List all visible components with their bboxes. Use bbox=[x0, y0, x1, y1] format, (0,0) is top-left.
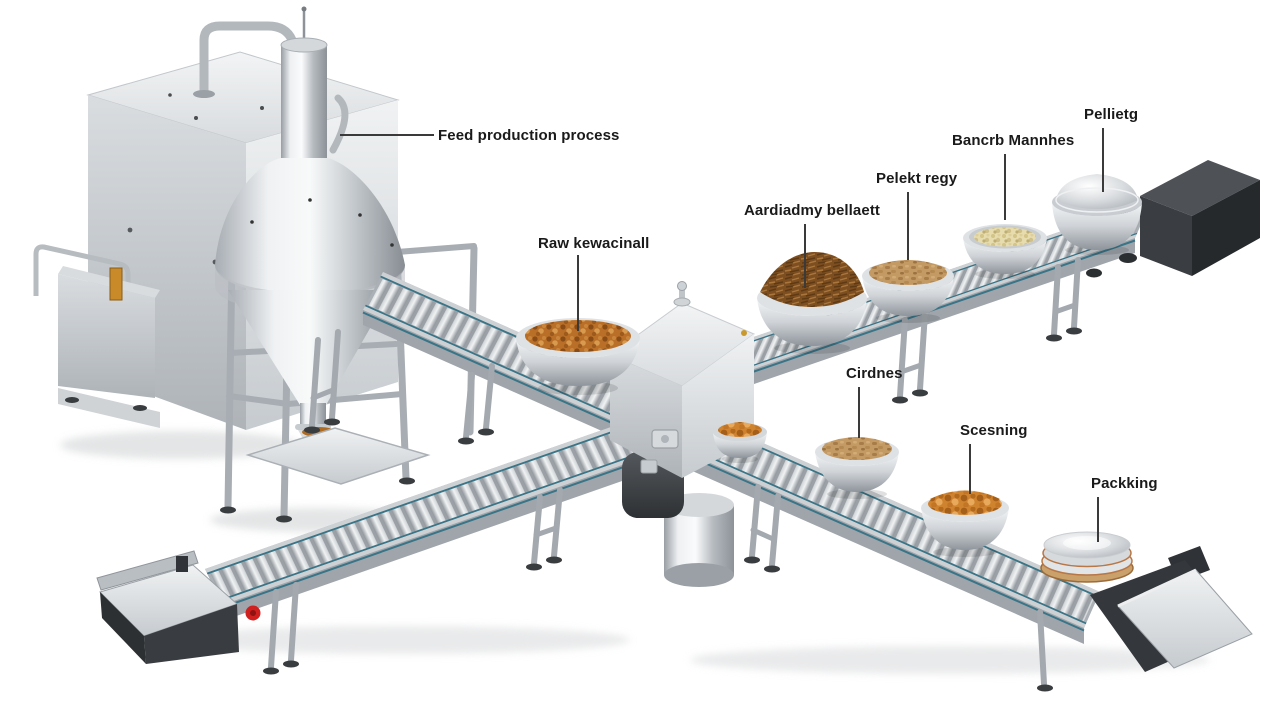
shredded-feed-bowl bbox=[757, 252, 867, 354]
cooling-pellet-bowl bbox=[815, 437, 899, 499]
cabinet-base-plate bbox=[58, 388, 160, 428]
pipe-flange bbox=[193, 90, 215, 98]
leader-line bbox=[1097, 497, 1099, 542]
leader-line bbox=[858, 387, 860, 438]
lower-left-conveyor bbox=[96, 414, 666, 675]
bin-handle-rail bbox=[33, 244, 131, 300]
conveyor-end-unit bbox=[1086, 160, 1260, 278]
leader-line bbox=[907, 192, 909, 260]
stand-shelf bbox=[245, 427, 431, 485]
stand-feet bbox=[220, 477, 415, 523]
pot-lid bbox=[1056, 174, 1138, 209]
right-discharge-chute bbox=[1090, 546, 1253, 672]
leader-line bbox=[1102, 128, 1104, 192]
cream-pellet-bowl bbox=[963, 224, 1047, 279]
hopper-cone bbox=[228, 290, 392, 405]
process-cube-machine bbox=[608, 281, 756, 478]
label-cream-pellets: Bancrb Mannhes bbox=[952, 132, 1075, 149]
packing-plate-stack bbox=[1040, 531, 1134, 583]
lower-right-conveyor bbox=[671, 410, 1253, 692]
label-shredded-feed: Aardiadmy bellaett bbox=[744, 202, 881, 219]
hopper bbox=[215, 6, 431, 485]
dosing-bin bbox=[33, 244, 160, 411]
label-seasoning: Scesning bbox=[960, 422, 1028, 439]
floor-shadows bbox=[60, 431, 1210, 674]
sight-glass bbox=[109, 267, 123, 301]
label-cooling: Cirdnes bbox=[846, 365, 903, 382]
leader-line bbox=[1004, 154, 1006, 220]
small-chunk-tray bbox=[713, 422, 767, 463]
lidded-pot bbox=[1052, 174, 1142, 255]
seasoning-chunk-bowl bbox=[921, 490, 1009, 557]
label-packing: Packking bbox=[1091, 475, 1158, 492]
leader-line bbox=[804, 224, 806, 288]
label-feed-production-process: Feed production process bbox=[438, 127, 620, 144]
tan-pellet-bowl bbox=[862, 260, 954, 323]
raw-material-bowl bbox=[516, 318, 640, 395]
label-pellieting: Pellietg bbox=[1084, 106, 1139, 123]
leader-line bbox=[577, 255, 579, 331]
leader-line bbox=[340, 134, 434, 136]
hopper-dome bbox=[215, 158, 405, 296]
label-raw-material: Raw kewacinall bbox=[538, 235, 650, 252]
piping bbox=[199, 21, 349, 154]
left-discharge-tray bbox=[96, 550, 239, 664]
label-tan-pellets: Pelekt regy bbox=[876, 170, 958, 187]
leader-line bbox=[969, 444, 971, 494]
hopper-chimney bbox=[281, 45, 327, 162]
